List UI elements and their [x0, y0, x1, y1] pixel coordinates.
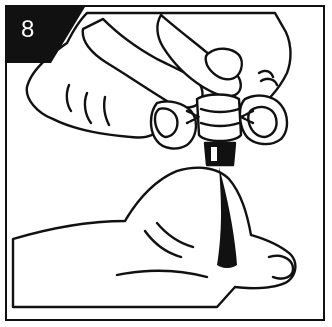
bottle-band — [199, 107, 241, 114]
knuckle-crease-2 — [83, 91, 93, 125]
step-badge-shape — [7, 7, 85, 63]
fingernail-right — [247, 105, 278, 139]
squeeze-arrow-right — [239, 109, 255, 125]
palm-crease-2 — [155, 221, 195, 249]
dropper-bottle — [195, 93, 243, 143]
lower-hand — [11, 166, 297, 309]
knuckle-crease — [65, 83, 73, 113]
squeeze-arrow-left — [185, 109, 201, 125]
step-number: 8 — [21, 16, 35, 43]
fingernail-top — [204, 47, 243, 81]
bottle-band-2 — [199, 121, 241, 128]
motion-mark-2 — [259, 77, 279, 87]
hands-illustration — [11, 11, 297, 309]
thumbnail-left — [153, 107, 179, 139]
knuckle-crease-3 — [103, 95, 111, 127]
skin-shadow — [217, 167, 237, 268]
dropper-tip-highlight — [211, 147, 217, 161]
motion-mark — [257, 69, 275, 79]
lower-fingernail — [267, 254, 295, 280]
palm-crease — [143, 229, 183, 259]
dropper-tip — [203, 141, 237, 167]
illustration-frame: 8 — [5, 5, 325, 321]
palm-crease-3 — [115, 269, 209, 279]
